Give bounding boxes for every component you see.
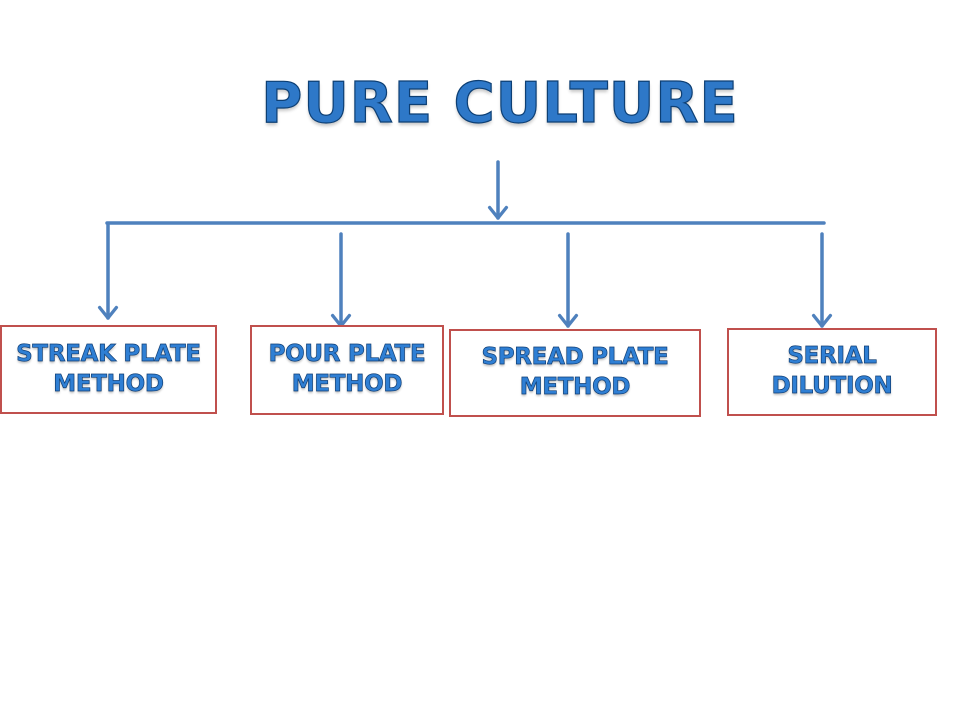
serial-dilution-label: SERIAL DILUTION (771, 343, 893, 400)
pour-plate-method-box: POUR PLATE METHOD (250, 325, 444, 415)
streak-plate-method-box: STREAK PLATE METHOD (0, 325, 217, 414)
diagram-title: PURE CULTURE (261, 71, 739, 136)
spread-plate-method-box: SPREAD PLATE METHOD (449, 329, 701, 417)
pour-plate-method-label: POUR PLATE METHOD (268, 341, 426, 398)
spread-plate-method-label: SPREAD PLATE METHOD (481, 344, 669, 401)
streak-plate-method-label: STREAK PLATE METHOD (16, 340, 202, 397)
serial-dilution-box: SERIAL DILUTION (727, 328, 937, 416)
